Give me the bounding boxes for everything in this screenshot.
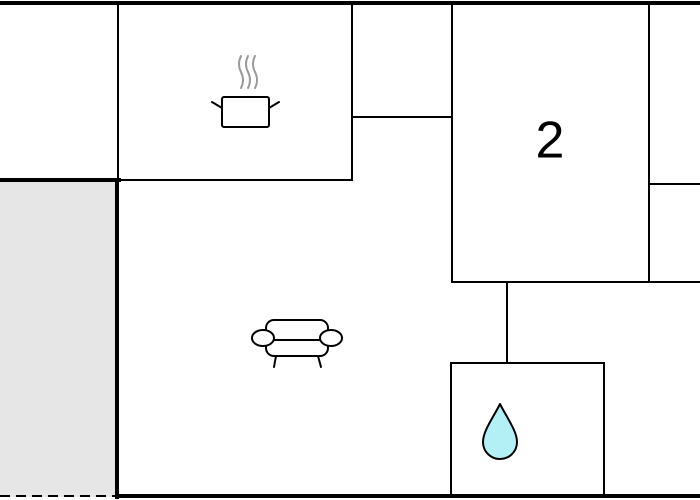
steam-line [238, 55, 244, 89]
sofa-leg-right [317, 355, 322, 368]
sofa-backrest [265, 319, 329, 357]
steam-line [252, 55, 258, 89]
sofa-armrest-left [251, 329, 275, 347]
pot-body [221, 96, 270, 128]
sofa-icon [251, 319, 343, 368]
pot-handle-right [268, 101, 280, 109]
terrace-area [0, 180, 117, 497]
cooking-pot-icon [211, 55, 280, 128]
steam-line [245, 55, 251, 89]
pot-handle-left [211, 101, 223, 109]
bedroom-number-label: 2 [536, 112, 565, 170]
water-drop-icon [482, 403, 518, 460]
sofa-leg-left [273, 355, 277, 368]
sofa-armrest-right [319, 329, 343, 347]
